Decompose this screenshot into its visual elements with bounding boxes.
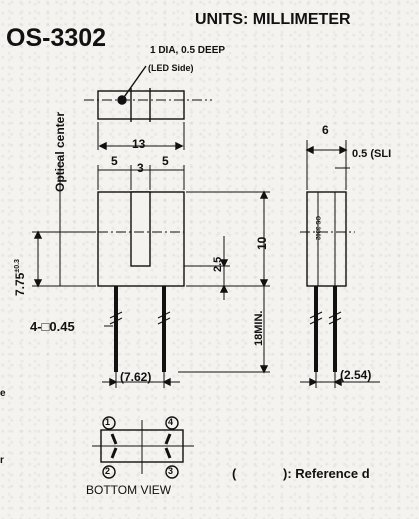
dim-2-5: 2.5 [212,256,224,272]
side-body-print: OS-3302 [314,216,320,241]
pin-3-label: 3 [168,466,174,476]
dim-10: 10 [255,236,269,250]
dim-7-75: 7.75±0.3 [13,259,27,296]
reference-open-paren: ( [232,466,237,481]
bottom-view-label: BOTTOM VIEW [86,483,172,497]
model-title: OS-3302 [6,24,107,52]
margin-text-r: r [0,455,4,466]
dim-13: 13 [132,137,146,151]
side-view-body [306,191,347,287]
pin-2-label: 2 [105,466,111,476]
dim-5-right: 5 [162,154,169,168]
dim-3: 3 [137,161,144,175]
dim-18min: 18MIN. [253,310,265,346]
dim-7-62: (7.62) [120,370,152,384]
pin-4-label: 4 [168,417,174,427]
dim-2-54: (2.54) [340,368,372,382]
margin-text-e: e [0,388,6,399]
led-side-note: (LED Side) [148,63,194,73]
dim-6: 6 [322,123,329,137]
pin-1-label: 1 [105,417,111,427]
slit-note: 0.5 (SLI [352,148,392,160]
hole-note: 1 DIA, 0.5 DEEP [150,45,226,56]
optical-center-label: Optical center [53,111,67,192]
dim-5-left: 5 [111,154,118,168]
units-label: UNITS: MILLIMETER [195,11,351,28]
leads-note: 4-□0.45 [30,319,75,334]
reference-note: ): Reference d [283,466,370,481]
top-view-body [97,90,185,120]
